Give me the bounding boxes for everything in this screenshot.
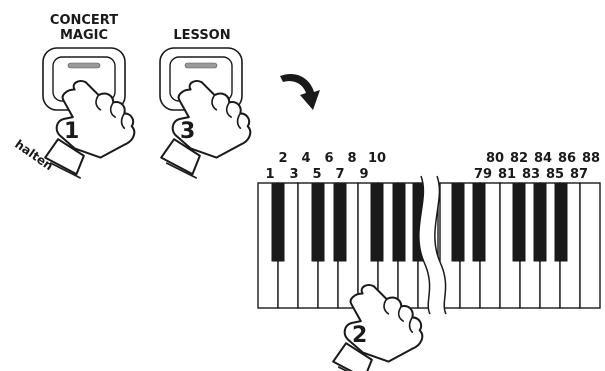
key-number: 9 (359, 167, 368, 182)
key-numbers-left-bottom: 1 3 5 7 9 (265, 167, 368, 182)
black-key[interactable] (370, 182, 384, 262)
black-key[interactable] (472, 182, 486, 262)
finger-number-2: 2 (352, 323, 367, 348)
key-number: 8 (347, 151, 356, 166)
key-number: 87 (570, 167, 588, 182)
key-number: 5 (312, 167, 321, 182)
concert-magic-label-line2: MAGIC (60, 28, 108, 43)
key-numbers-right-bottom: 79 81 83 85 87 (474, 167, 588, 182)
key-number: 85 (546, 167, 564, 182)
key-number: 7 (335, 167, 344, 182)
finger-number-1: 1 (64, 119, 79, 144)
black-key[interactable] (392, 182, 406, 262)
key-number: 10 (368, 151, 386, 166)
key-number: 82 (510, 151, 528, 166)
lesson-led (184, 62, 218, 69)
black-key[interactable] (554, 182, 568, 262)
key-number: 1 (265, 167, 274, 182)
black-key[interactable] (533, 182, 547, 262)
key-number: 84 (534, 151, 552, 166)
keyboard-break (418, 176, 446, 314)
keyboard-break-right-edge (434, 175, 447, 315)
key-number: 3 (289, 167, 298, 182)
black-key[interactable] (333, 182, 347, 262)
key-number: 79 (474, 167, 492, 182)
piano-keyboard (257, 175, 601, 315)
white-key[interactable] (579, 182, 601, 309)
key-number: 2 (278, 151, 287, 166)
key-number: 83 (522, 167, 540, 182)
black-key[interactable] (271, 182, 285, 262)
concert-magic-led (67, 62, 101, 69)
black-key[interactable] (311, 182, 325, 262)
lesson-label: LESSON (173, 28, 230, 43)
key-number: 88 (582, 151, 600, 166)
key-numbers-right-top: 80 82 84 86 88 (486, 151, 600, 166)
hand-icon-3 (160, 79, 252, 179)
key-number: 86 (558, 151, 576, 166)
black-key[interactable] (512, 182, 526, 262)
finger-number-3: 3 (180, 119, 195, 144)
hand-icon-2 (332, 283, 424, 371)
concert-magic-label-line1: CONCERT (50, 13, 118, 28)
key-numbers-left-top: 2 4 6 8 10 (278, 151, 386, 166)
black-key[interactable] (451, 182, 465, 262)
key-number: 4 (301, 151, 310, 166)
key-number: 81 (498, 167, 516, 182)
keyboard-break-left-edge (418, 175, 431, 315)
key-number: 6 (324, 151, 333, 166)
curved-arrow-icon (280, 73, 320, 110)
hand-icon-1 (44, 79, 136, 179)
key-number: 80 (486, 151, 504, 166)
